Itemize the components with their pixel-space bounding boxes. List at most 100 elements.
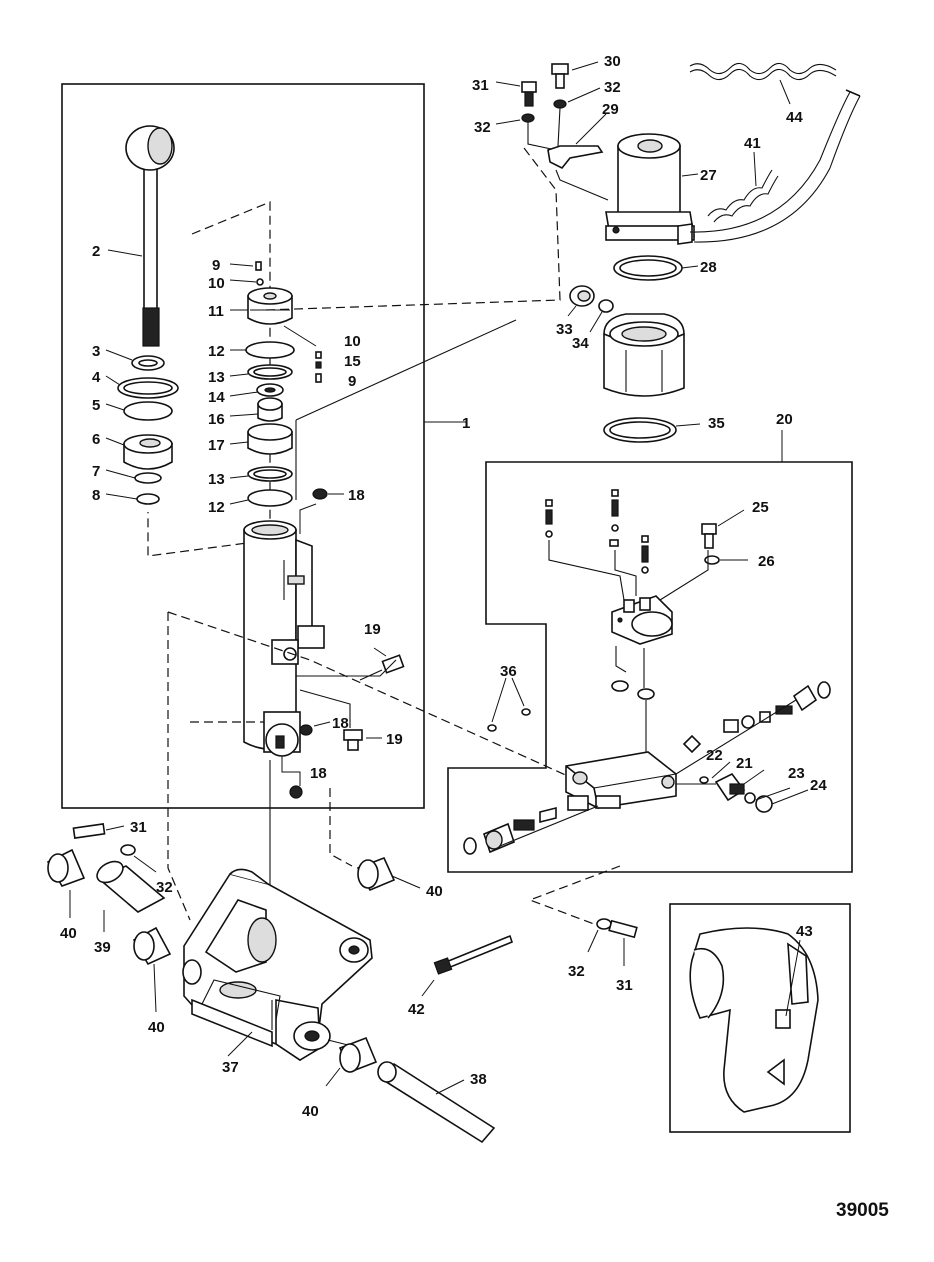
callout: 32 xyxy=(474,119,491,136)
callout: 39 xyxy=(94,939,111,956)
bolt-19b xyxy=(343,729,382,751)
callout: 36 xyxy=(500,663,517,680)
callout: 31 xyxy=(616,977,633,994)
callout: 2 xyxy=(92,243,100,260)
callout: 3 xyxy=(92,343,100,360)
wire-harness-44 xyxy=(689,62,837,105)
rod-seal-stack xyxy=(105,349,179,505)
callout: 25 xyxy=(752,499,769,516)
callout: 18 xyxy=(332,715,349,732)
sleeve-39 xyxy=(96,860,166,932)
pump-cover xyxy=(611,595,673,645)
callout: 32 xyxy=(156,879,173,896)
pump-motor-group xyxy=(495,61,861,281)
callout: 6 xyxy=(92,431,100,448)
screw-25 xyxy=(701,509,745,549)
relief-valve-21 xyxy=(676,761,809,813)
callout: 35 xyxy=(708,415,725,432)
bushing-40d xyxy=(325,1036,378,1087)
callout: 14 xyxy=(208,389,225,406)
callout: 40 xyxy=(60,925,77,942)
callout: 9 xyxy=(212,257,220,274)
callout: 43 xyxy=(796,923,813,940)
pump-assembly-group xyxy=(447,430,853,873)
callout: 11 xyxy=(208,303,224,320)
callout: 44 xyxy=(786,109,803,126)
pump-assembly-box xyxy=(447,461,853,873)
callout: 40 xyxy=(426,883,443,900)
callout: 31 xyxy=(130,819,147,836)
callout: 19 xyxy=(364,621,381,638)
motor-27 xyxy=(605,133,699,245)
callout: 42 xyxy=(408,1001,425,1018)
screw-31b xyxy=(72,823,125,839)
wire-harness-41 xyxy=(707,151,779,223)
reservoir-group xyxy=(567,285,701,443)
fill-plug-33 xyxy=(567,285,595,317)
callout: 27 xyxy=(700,167,717,184)
reservoir-body xyxy=(603,313,685,397)
bracket-29 xyxy=(547,113,607,170)
callout: 41 xyxy=(744,135,761,152)
callout: 37 xyxy=(222,1059,239,1076)
callout: 9 xyxy=(348,373,356,390)
callout: 8 xyxy=(92,487,100,504)
callout: 24 xyxy=(810,777,827,794)
callout: 4 xyxy=(92,369,101,386)
callout: 26 xyxy=(758,553,775,570)
screw-31c xyxy=(608,919,638,966)
callout: 28 xyxy=(700,259,717,276)
callout: 23 xyxy=(788,765,805,782)
bushing-40b xyxy=(132,926,172,1013)
callout: 16 xyxy=(208,411,225,428)
valve-spool-upper xyxy=(675,681,831,775)
callout: 33 xyxy=(556,321,573,338)
callout: 19 xyxy=(386,731,403,748)
valve-block xyxy=(565,751,677,809)
cylinder-assembly-box xyxy=(61,83,425,809)
valve-spool-lower xyxy=(463,795,599,855)
callout: 32 xyxy=(568,963,585,980)
callout: 20 xyxy=(776,411,793,428)
callout: 12 xyxy=(208,499,225,516)
inset-decal xyxy=(669,903,851,1133)
callout: 13 xyxy=(208,471,225,488)
callout: 31 xyxy=(472,77,489,94)
callout: 10 xyxy=(344,333,361,350)
callout: 30 xyxy=(604,53,621,70)
callout: 10 xyxy=(208,275,225,292)
figure-number: 39005 xyxy=(836,1200,889,1221)
callout: 18 xyxy=(348,487,365,504)
trim-cylinder xyxy=(243,488,405,799)
callout: 13 xyxy=(208,369,225,386)
callout: 18 xyxy=(310,765,327,782)
piston-parts xyxy=(229,261,322,507)
piston-rod xyxy=(107,125,175,347)
callout: 15 xyxy=(344,353,361,370)
callout: 40 xyxy=(302,1103,319,1120)
callout: 5 xyxy=(92,397,100,414)
callout: 17 xyxy=(208,437,225,454)
check-springs xyxy=(545,489,649,601)
inset-box xyxy=(669,903,851,1133)
callout: 38 xyxy=(470,1071,487,1088)
bracket-group xyxy=(46,823,638,1144)
bushing-40c xyxy=(356,856,421,892)
callout-labels: 1 2 3 4 5 6 7 8 9 10 11 10 12 15 13 9 14… xyxy=(60,53,827,1120)
bolt-19a xyxy=(359,647,405,681)
callout: 1 xyxy=(462,415,470,432)
callout: 29 xyxy=(602,101,619,118)
callout: 21 xyxy=(736,755,753,772)
swivel-bracket-37 xyxy=(182,868,373,1062)
screw-30 xyxy=(551,61,599,89)
callout: 40 xyxy=(148,1019,165,1036)
callout: 32 xyxy=(604,79,621,96)
bushing-40a xyxy=(46,848,86,918)
callout: 22 xyxy=(706,747,723,764)
callout: 7 xyxy=(92,463,100,480)
cylinder-assembly-group xyxy=(61,83,466,809)
cable-tie-42 xyxy=(421,934,513,997)
screw-31 xyxy=(495,81,537,107)
callout: 12 xyxy=(208,343,225,360)
